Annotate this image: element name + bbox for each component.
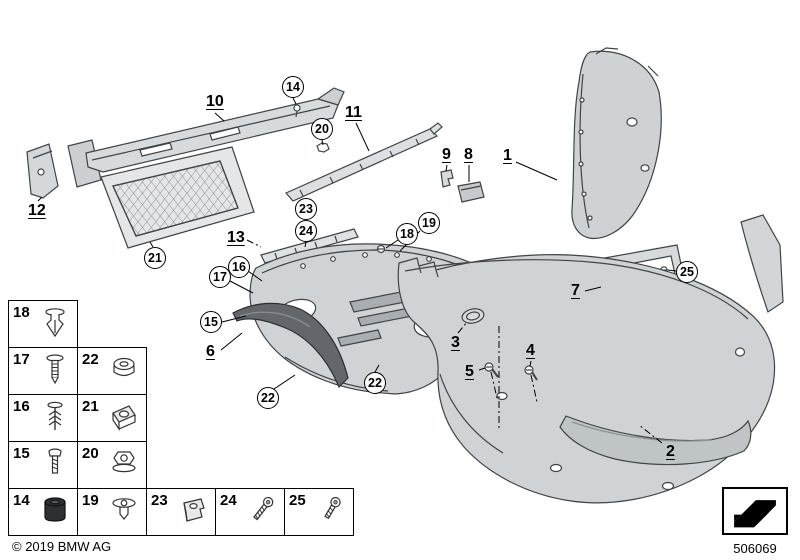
legend-cell-17[interactable]: 17 <box>8 347 78 395</box>
callout-24[interactable]: 24 <box>295 220 317 242</box>
callout-15[interactable]: 15 <box>200 311 222 333</box>
part-4-screw <box>524 365 538 381</box>
part-2-rear-bumper-panel <box>397 214 784 504</box>
legend-number: 20 <box>82 445 99 462</box>
cage-nut-icon <box>112 405 136 431</box>
legend-number: 15 <box>13 445 30 462</box>
part-11-guide-strip <box>285 122 443 202</box>
callout-17[interactable]: 17 <box>209 266 231 288</box>
torx-screw-icon <box>253 496 274 521</box>
callout-12[interactable]: 12 <box>28 202 46 219</box>
sheet-metal-nut-icon <box>183 498 205 522</box>
callout-4[interactable]: 4 <box>526 342 535 359</box>
legend-row: 16 21 <box>8 394 354 442</box>
legend-cell-20[interactable]: 20 <box>77 441 147 489</box>
callout-6[interactable]: 6 <box>206 343 215 360</box>
callout-13[interactable]: 13 <box>227 229 245 246</box>
callout-22-a[interactable]: 22 <box>257 387 279 409</box>
part-20-nut <box>316 142 330 153</box>
callout-1[interactable]: 1 <box>503 147 512 164</box>
callout-10[interactable]: 10 <box>206 93 224 110</box>
expanding-rivet-icon <box>45 308 65 338</box>
legend-number: 22 <box>82 351 99 368</box>
fastener-legend: 18 17 22 <box>8 300 354 536</box>
part-12-bracket <box>26 143 59 199</box>
grommet-icon <box>44 497 66 522</box>
callout-20[interactable]: 20 <box>311 118 333 140</box>
legend-row: 17 22 <box>8 347 354 395</box>
leader-lines-dashed <box>246 239 663 444</box>
part-13-trim-strip <box>260 228 359 264</box>
legend-number: 21 <box>82 398 99 415</box>
legend-cell-25[interactable]: 25 <box>284 488 354 536</box>
fir-tree-clip-icon <box>47 401 63 430</box>
part-1-rear-bumper-panel <box>571 47 662 240</box>
callout-7[interactable]: 7 <box>571 282 580 299</box>
part-18-screw <box>376 244 386 254</box>
legend-cell-16[interactable]: 16 <box>8 394 78 442</box>
part-14-screw <box>293 104 301 118</box>
legend-number: 19 <box>82 492 99 509</box>
diagram-number: 506069 <box>733 541 777 556</box>
callout-8[interactable]: 8 <box>464 146 473 163</box>
copyright-text: © 2019 BMW AG <box>12 539 112 554</box>
legend-number: 18 <box>13 304 30 321</box>
callout-22-b[interactable]: 22 <box>364 372 386 394</box>
plastic-rivet-icon <box>46 354 64 385</box>
part-5-screw <box>484 362 499 378</box>
legend-row: 15 20 <box>8 441 354 489</box>
legend-row: 14 19 23 <box>8 488 354 536</box>
callout-16[interactable]: 16 <box>228 256 250 278</box>
callout-11[interactable]: 11 <box>345 104 362 121</box>
legend-number: 17 <box>13 351 30 368</box>
legend-cell-19[interactable]: 19 <box>77 488 147 536</box>
legend-cell-23[interactable]: 23 <box>146 488 216 536</box>
legend-cell-24[interactable]: 24 <box>215 488 285 536</box>
callout-21[interactable]: 21 <box>144 247 166 269</box>
callout-25[interactable]: 25 <box>676 261 698 283</box>
part-10-carrier-bar <box>67 87 345 188</box>
callout-18[interactable]: 18 <box>396 223 418 245</box>
flange-nut-icon <box>112 451 136 473</box>
legend-row: 18 <box>8 300 354 348</box>
callout-23[interactable]: 23 <box>295 198 317 220</box>
legend-number: 24 <box>220 492 237 509</box>
part-9-clip <box>440 169 454 188</box>
callout-14[interactable]: 14 <box>282 76 304 98</box>
legend-number: 23 <box>151 492 168 509</box>
callout-3[interactable]: 3 <box>451 334 460 351</box>
callout-9[interactable]: 9 <box>442 146 451 163</box>
torx-screw-icon <box>324 497 341 520</box>
callout-2[interactable]: 2 <box>666 443 675 460</box>
legend-cell-15[interactable]: 15 <box>8 441 78 489</box>
legend-cell-21[interactable]: 21 <box>77 394 147 442</box>
expanding-nut-icon <box>113 357 135 377</box>
part-21-inner-carrier <box>100 146 255 249</box>
callout-19[interactable]: 19 <box>418 212 440 234</box>
legend-number: 16 <box>13 398 30 415</box>
part-8-bracket <box>457 181 485 203</box>
screw-icon <box>48 448 62 474</box>
callout-5[interactable]: 5 <box>465 363 474 380</box>
legend-cell-22[interactable]: 22 <box>77 347 147 395</box>
legend-cell-18[interactable]: 18 <box>8 300 78 348</box>
legend-cell-14[interactable]: 14 <box>8 488 78 536</box>
part-6-wheel-arch-trim <box>232 302 349 389</box>
push-rivet-icon <box>112 498 136 520</box>
leader-lines <box>37 97 677 390</box>
legend-number: 25 <box>289 492 306 509</box>
bmw-parts-logo-icon <box>722 487 788 535</box>
legend-number: 14 <box>13 492 30 509</box>
part-3-towing-eye-cap <box>461 308 485 324</box>
